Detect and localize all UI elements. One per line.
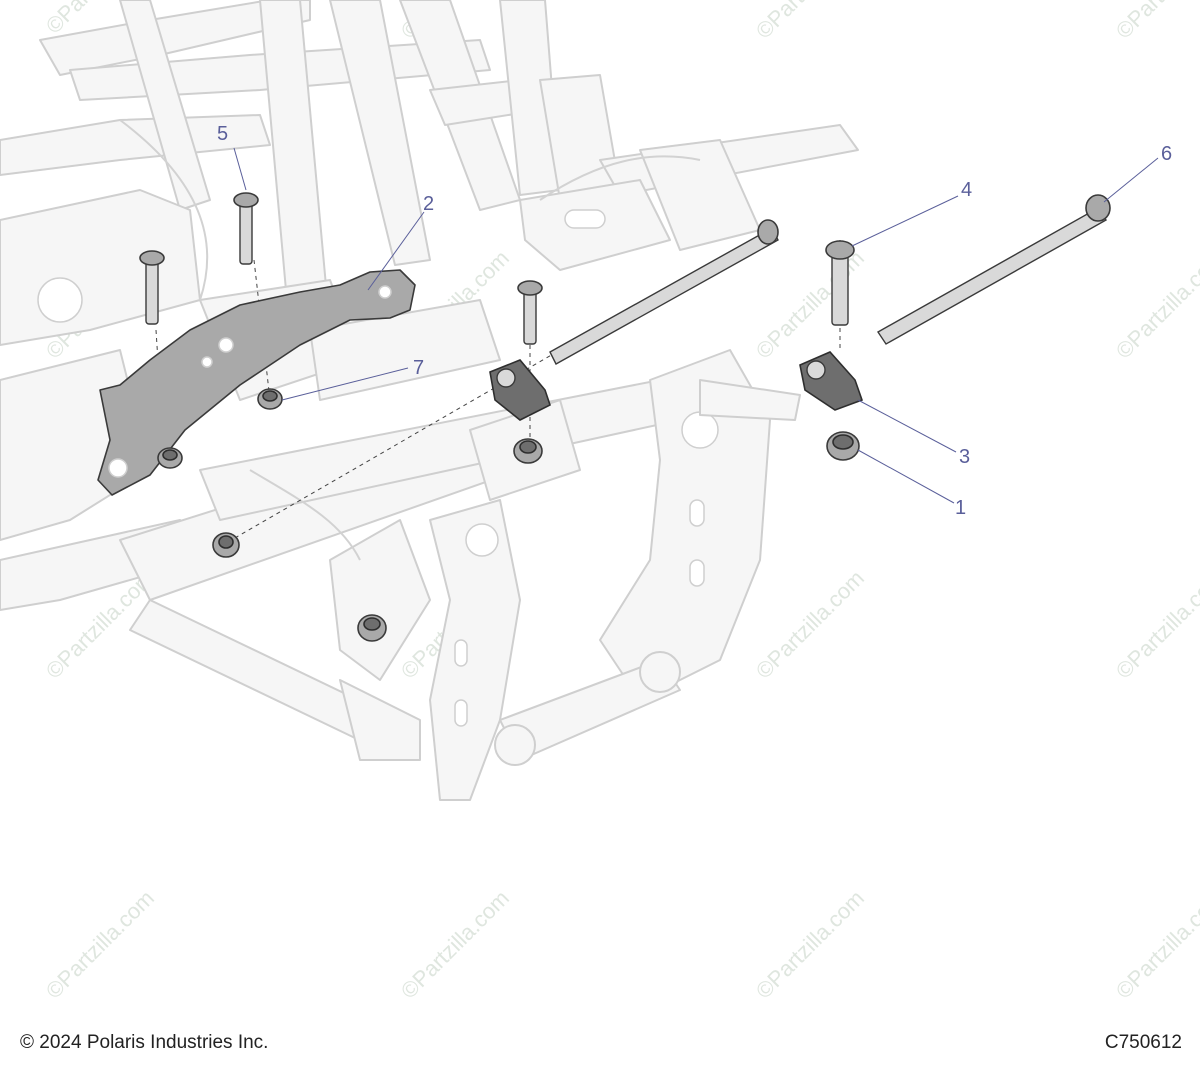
watermark: ©Partzilla.com [751,565,869,683]
callout-6: 6 [1161,143,1172,165]
bolt-part [825,240,855,326]
watermark: ©Partzilla.com [1111,245,1200,363]
parts [97,192,1111,642]
callout-5: 5 [217,123,228,145]
watermark: ©Partzilla.com [751,0,869,44]
copyright-text: © 2024 Polaris Industries Inc. [20,1032,269,1053]
bracket-part [97,269,416,496]
callout-3: 3 [959,446,970,468]
watermark: ©Partzilla.com [1111,565,1200,683]
nut-part [157,388,860,642]
leader-lines [233,147,1159,504]
watermark: ©Partzilla.com [751,245,869,363]
bolt-part [139,192,543,345]
through-bolt-part [549,219,779,365]
callout-2: 2 [423,193,434,215]
vehicle-frame [0,0,859,801]
callout-1: 1 [955,497,966,519]
watermark: ©Partzilla.com [751,885,869,1003]
callouts: 5 2 7 4 6 3 1 [217,123,1172,519]
mount-part [489,351,864,421]
callout-4: 4 [961,179,972,201]
watermark: ©Partzilla.com [1111,0,1200,44]
watermark: ©Partzilla.com [396,885,514,1003]
watermark: ©Partzilla.com [41,885,159,1003]
watermark: ©Partzilla.com [1111,885,1200,1003]
callout-7: 7 [413,357,424,379]
drawing-number: C750612 [1104,1032,1182,1053]
